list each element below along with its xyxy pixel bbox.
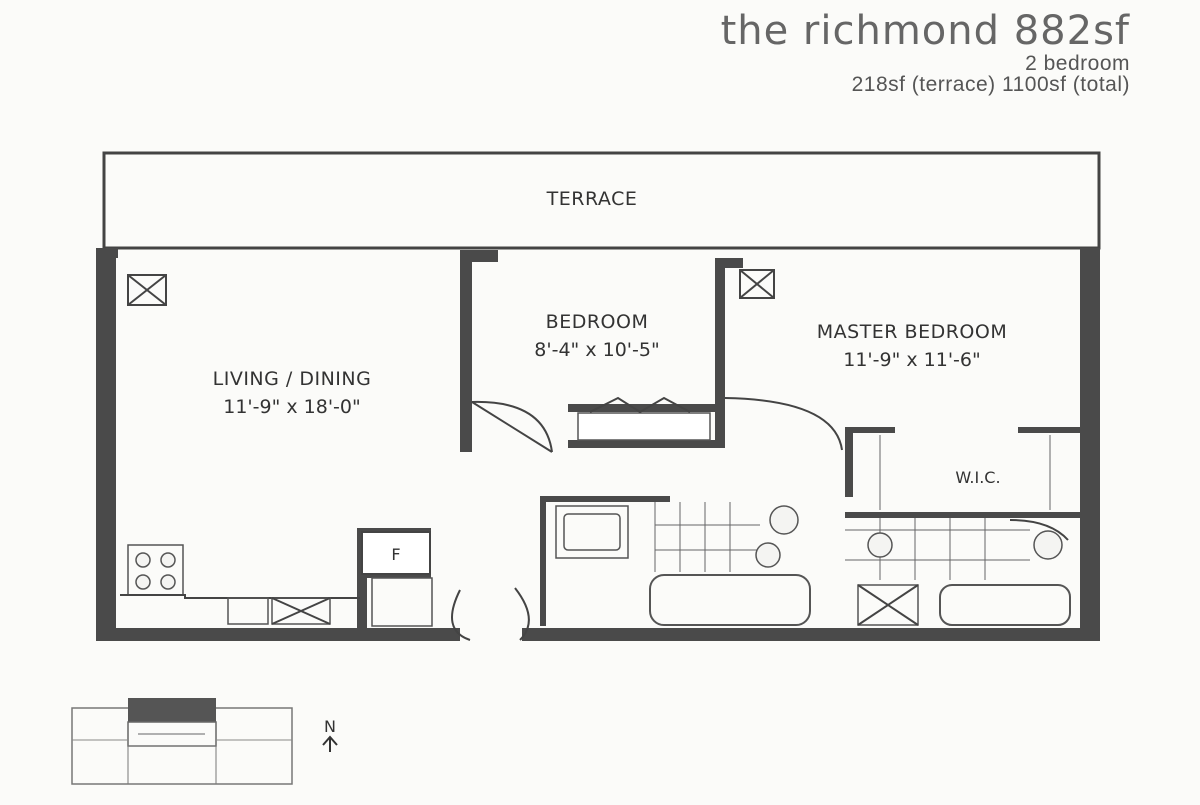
master-bedroom-label: MASTER BEDROOM — [817, 321, 1007, 343]
doors — [451, 397, 1069, 641]
outer-walls — [96, 248, 1100, 641]
title-block: the richmond 882sf 2 bedroom 218sf (terr… — [721, 8, 1130, 96]
bedroom-dims: 8'-4" x 10'-5" — [534, 339, 659, 361]
interior-walls — [357, 250, 1080, 628]
bathroom-ensuite — [845, 518, 1071, 626]
terrace-label: TERRACE — [546, 188, 638, 210]
kitchen: F — [120, 531, 433, 627]
bedroom-label: BEDROOM — [546, 311, 649, 333]
walk-in-closet: W.I.C. — [879, 435, 1051, 510]
master-bedroom-dims: 11'-9" x 11'-6" — [843, 349, 981, 371]
bedroom-closet — [577, 396, 711, 441]
terrace: TERRACE — [102, 151, 1101, 250]
key-plan: N — [71, 698, 338, 785]
plan-title: the richmond 882sf — [720, 8, 1130, 54]
living-dining-dims: 11'-9" x 18'-0" — [223, 396, 361, 418]
living-dining-label: LIVING / DINING — [213, 368, 372, 390]
north-label: N — [324, 717, 336, 736]
area-summary: 218sf (terrace) 1100sf (total) — [851, 73, 1130, 96]
bedroom-count: 2 bedroom — [1025, 52, 1130, 75]
fridge-label: F — [391, 545, 400, 564]
wic-label: W.I.C. — [955, 468, 1000, 487]
north-arrow-icon — [322, 735, 338, 752]
bathroom-main — [555, 502, 811, 626]
window-markers — [127, 269, 775, 306]
